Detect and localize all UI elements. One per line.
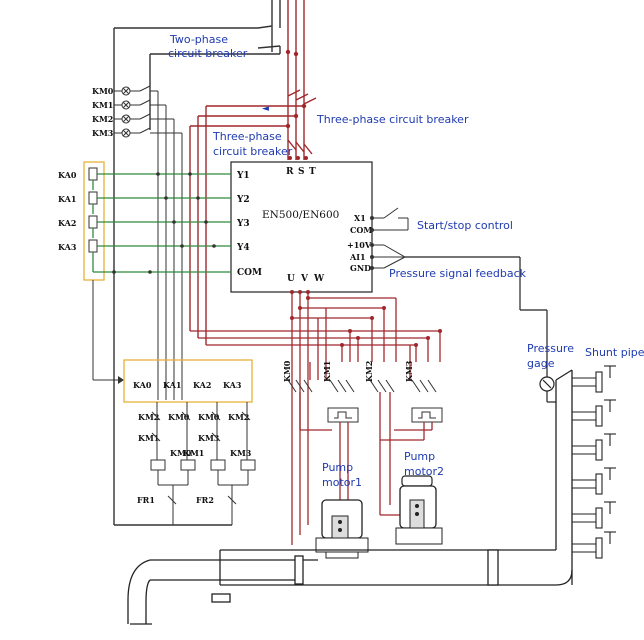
relay-label-ka3: KA3 xyxy=(58,242,77,252)
terminal-w: W xyxy=(313,274,325,284)
shunt-branch-1 xyxy=(572,365,616,393)
shunt-branch-4 xyxy=(572,467,616,495)
shunt-branch-5 xyxy=(572,501,616,529)
interlock-a-1: KM0 xyxy=(168,412,190,422)
inverter-unit: EN500/EN600 R S T U V W Y1 Y2 Y3 Y4 COM … xyxy=(230,161,409,293)
interlock-b-0: KM1 xyxy=(138,433,159,443)
label-three-phase-breaker-line1: Three-phase xyxy=(212,130,282,143)
control-ladder: KA0 KA1 KA2 KA3 KM2 KM0 KM0 KM2 KM1 KM3 xyxy=(123,359,256,525)
label-two-phase-breaker-line1: Two-phase xyxy=(169,33,228,46)
pump-motor-1 xyxy=(315,499,369,559)
indicator-label-km2: KM2 xyxy=(92,114,113,124)
motor-power-wiring xyxy=(190,292,441,545)
svg-text:◄: ◄ xyxy=(262,104,269,114)
label-pump-motor1-line2: motor1 xyxy=(322,476,362,489)
interlock-a-2: KM0 xyxy=(198,412,220,422)
terminal-ai1: AI1 xyxy=(349,252,366,262)
coil-label-km1: KM1 xyxy=(183,448,204,458)
coil-label-km0: KM0 xyxy=(170,448,192,458)
relay-label-ka1: KA1 xyxy=(58,194,76,204)
contactor-switches xyxy=(287,379,443,423)
inverter-model: EN500/EN600 xyxy=(262,209,339,221)
pressure-gage xyxy=(405,256,556,403)
relay-block: KA0 KA1 KA2 KA3 xyxy=(58,161,231,384)
terminal-y2: Y2 xyxy=(236,195,250,205)
indicator-label-km1: KM1 xyxy=(92,100,113,110)
label-start-stop-control: Start/stop control xyxy=(417,219,513,232)
label-pressure-gage-line2: gage xyxy=(527,357,555,370)
interlock-b-1: KM3 xyxy=(198,433,220,443)
label-shunt-pipe: Shunt pipe xyxy=(585,346,644,359)
terminal-gnd: GND xyxy=(350,263,371,273)
thermal-relay-fr1: FR1 xyxy=(137,495,155,505)
label-pressure-gage-line1: Pressure xyxy=(527,342,574,355)
terminal-y3: Y3 xyxy=(236,219,250,229)
indicator-label-km0: KM0 xyxy=(92,86,114,96)
label-pump-motor2-line2: motor2 xyxy=(404,465,444,478)
shunt-pipe-branches xyxy=(572,365,616,559)
terminal-x1: X1 xyxy=(354,213,366,223)
terminal-y4: Y4 xyxy=(236,243,250,253)
coil-label-km3: KM3 xyxy=(230,448,252,458)
label-three-phase-breaker-top: Three-phase circuit breaker xyxy=(316,113,469,126)
wiring-junctions xyxy=(290,290,442,347)
terminal-t: T xyxy=(309,167,316,177)
label-pump-motor2-line1: Pump xyxy=(404,450,435,463)
annotations: Two-phase circuit breaker Three-phase ci… xyxy=(168,33,644,489)
label-two-phase-breaker-line2: circuit breaker xyxy=(168,47,248,60)
terminal-v: V xyxy=(300,274,309,284)
shunt-branch-6 xyxy=(572,531,616,559)
terminal-r: R xyxy=(286,167,294,177)
terminal-u: U xyxy=(287,274,295,284)
shunt-branch-2 xyxy=(572,399,616,427)
relay-label-ka2: KA2 xyxy=(58,218,76,228)
terminal-s: S xyxy=(298,167,305,177)
contactor-label-km3: KM3 xyxy=(404,360,414,382)
contact-label-ka1: KA1 xyxy=(163,380,181,390)
label-pump-motor1-line1: Pump xyxy=(322,461,353,474)
contactor-km1-switch xyxy=(329,379,355,393)
contact-label-ka3: KA3 xyxy=(223,380,242,390)
contactor-label-km0: KM0 xyxy=(282,360,292,382)
water-pipeline xyxy=(127,369,573,625)
contact-label-ka0: KA0 xyxy=(133,380,152,390)
contactor-km2-switch xyxy=(369,379,395,393)
contactor-km3-switch xyxy=(411,379,437,393)
indicator-label-km3: KM3 xyxy=(92,128,114,138)
contact-label-ka2: KA2 xyxy=(193,380,211,390)
shunt-branch-3 xyxy=(572,433,616,461)
label-pressure-signal-feedback: Pressure signal feedback xyxy=(389,267,527,280)
contactor-km0-switch xyxy=(287,379,313,393)
indicator-lamps: KM0 KM1 KM2 KM3 xyxy=(92,85,183,400)
relay-label-ka0: KA0 xyxy=(58,170,77,180)
contactor-labels: KM0 KM1 KM2 KM3 xyxy=(282,360,414,382)
interlock-a-3: KM2 xyxy=(228,412,249,422)
contact-highlight-box xyxy=(123,359,253,403)
terminal-y1: Y1 xyxy=(236,171,250,181)
interlock-a-0: KM2 xyxy=(138,412,159,422)
contactor-label-km1: KM1 xyxy=(322,361,332,382)
pump-motor-2 xyxy=(395,475,443,545)
relay-highlight-box xyxy=(83,161,105,281)
contactor-label-km2: KM2 xyxy=(364,361,374,382)
terminal-com: COM xyxy=(237,268,262,278)
terminal-com-ctrl: COM xyxy=(350,225,372,235)
terminal-10v: +10V xyxy=(347,240,372,250)
thermal-relay-fr2: FR2 xyxy=(196,495,214,505)
label-three-phase-breaker-line2: circuit breaker xyxy=(213,145,293,158)
